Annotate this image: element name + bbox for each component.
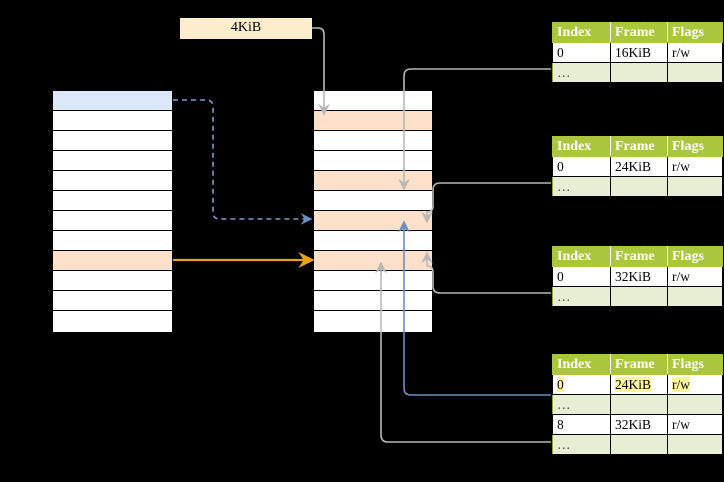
vas-row: [53, 151, 172, 171]
pm-row: [314, 191, 432, 211]
vas-row: [53, 171, 172, 191]
col-header-index: Index: [552, 246, 611, 267]
cell-frame: [610, 62, 668, 83]
table-header-row: Index Frame Flags: [552, 246, 723, 267]
cell-frame: 24KiB: [610, 374, 668, 395]
cell-index: 0: [552, 42, 611, 63]
cell-frame: 24KiB: [610, 156, 668, 177]
cell-frame: [610, 434, 668, 455]
table-row: 8 32KiB r/w: [552, 414, 723, 435]
vas-row: [53, 311, 172, 332]
cell-flags: [667, 62, 723, 83]
table-row: 0 16KiB r/w: [552, 42, 723, 63]
table-header-row: Index Frame Flags: [552, 354, 723, 375]
pm-row: [314, 111, 432, 131]
cell-frame: 32KiB: [610, 414, 668, 435]
cell-index: 0: [552, 156, 611, 177]
col-header-index: Index: [552, 136, 611, 157]
table-header-row: Index Frame Flags: [552, 136, 723, 157]
vas-row: [53, 191, 172, 211]
table-row-ellipsis: …: [552, 286, 723, 307]
col-header-index: Index: [552, 354, 611, 375]
cell-flags: [667, 434, 723, 455]
cell-index: …: [552, 434, 611, 455]
col-header-frame: Frame: [610, 354, 668, 375]
wire-pt2-to-physical: [421, 182, 551, 224]
cell-frame: [610, 176, 668, 197]
cell-flags: r/w: [667, 374, 723, 395]
cell-flags: r/w: [667, 414, 723, 435]
table-row-ellipsis: …: [552, 176, 723, 197]
pm-row: [314, 271, 432, 291]
table-row: 0 32KiB r/w: [552, 266, 723, 287]
col-header-flags: Flags: [667, 246, 723, 267]
cell-index: …: [552, 62, 611, 83]
col-header-flags: Flags: [667, 354, 723, 375]
pm-row: [314, 291, 432, 311]
cell-index: 0: [552, 266, 611, 287]
pm-row: [314, 231, 432, 251]
vas-row: [53, 131, 172, 151]
page-table-1: Index Frame Flags 0 16KiB r/w …: [552, 22, 723, 83]
cell-index: …: [552, 176, 611, 197]
table-header-row: Index Frame Flags: [552, 22, 723, 43]
vas-row: [53, 211, 172, 231]
cell-frame: 32KiB: [610, 266, 668, 287]
cell-frame: [610, 394, 668, 415]
col-header-frame: Frame: [610, 22, 668, 43]
pm-row: [314, 211, 432, 231]
cell-frame-value: 24KiB: [615, 376, 652, 392]
cell-flags: r/w: [667, 42, 723, 63]
pm-row: [314, 131, 432, 151]
cell-flags-value: r/w: [672, 376, 690, 392]
cell-frame: 16KiB: [610, 42, 668, 63]
cell-flags: [667, 176, 723, 197]
cell-index-value: 0: [557, 376, 564, 392]
vas-row: [53, 231, 172, 251]
table-row: 0 24KiB r/w: [552, 156, 723, 177]
vas-row: [53, 271, 172, 291]
cell-flags: [667, 394, 723, 415]
pm-row: [314, 311, 432, 332]
vas-row: [53, 91, 172, 111]
col-header-flags: Flags: [667, 22, 723, 43]
page-table-3: Index Frame Flags 0 32KiB r/w …: [552, 246, 723, 307]
cell-flags: r/w: [667, 156, 723, 177]
table-row-ellipsis: …: [552, 394, 723, 415]
vas-row: [53, 291, 172, 311]
wire-pt3-to-physical: [421, 251, 551, 294]
physical-memory-column: [313, 90, 433, 332]
page-table-4: Index Frame Flags 0 24KiB r/w … 8 32KiB …: [552, 354, 723, 455]
page-table-2: Index Frame Flags 0 24KiB r/w …: [552, 136, 723, 197]
table-row-ellipsis: …: [552, 434, 723, 455]
pm-row: [314, 171, 432, 191]
vas-row: [53, 251, 172, 271]
col-header-index: Index: [552, 22, 611, 43]
cell-index: 8: [552, 414, 611, 435]
col-header-flags: Flags: [667, 136, 723, 157]
table-row-highlighted: 0 24KiB r/w: [552, 374, 723, 395]
pm-row: [314, 151, 432, 171]
cell-index: …: [552, 394, 611, 415]
cell-frame: [610, 286, 668, 307]
size-label-4kib: 4KiB: [180, 18, 312, 39]
col-header-frame: Frame: [610, 136, 668, 157]
table-row-ellipsis: …: [552, 62, 723, 83]
cell-index: 0: [552, 374, 611, 395]
pm-row: [314, 251, 432, 271]
vas-row: [53, 111, 172, 131]
cell-flags: r/w: [667, 266, 723, 287]
cell-index: …: [552, 286, 611, 307]
wire-vas-to-physical-dashed: [173, 99, 313, 225]
col-header-frame: Frame: [610, 246, 668, 267]
cell-flags: [667, 286, 723, 307]
pm-row: [314, 91, 432, 111]
virtual-address-space-column: [52, 90, 173, 332]
